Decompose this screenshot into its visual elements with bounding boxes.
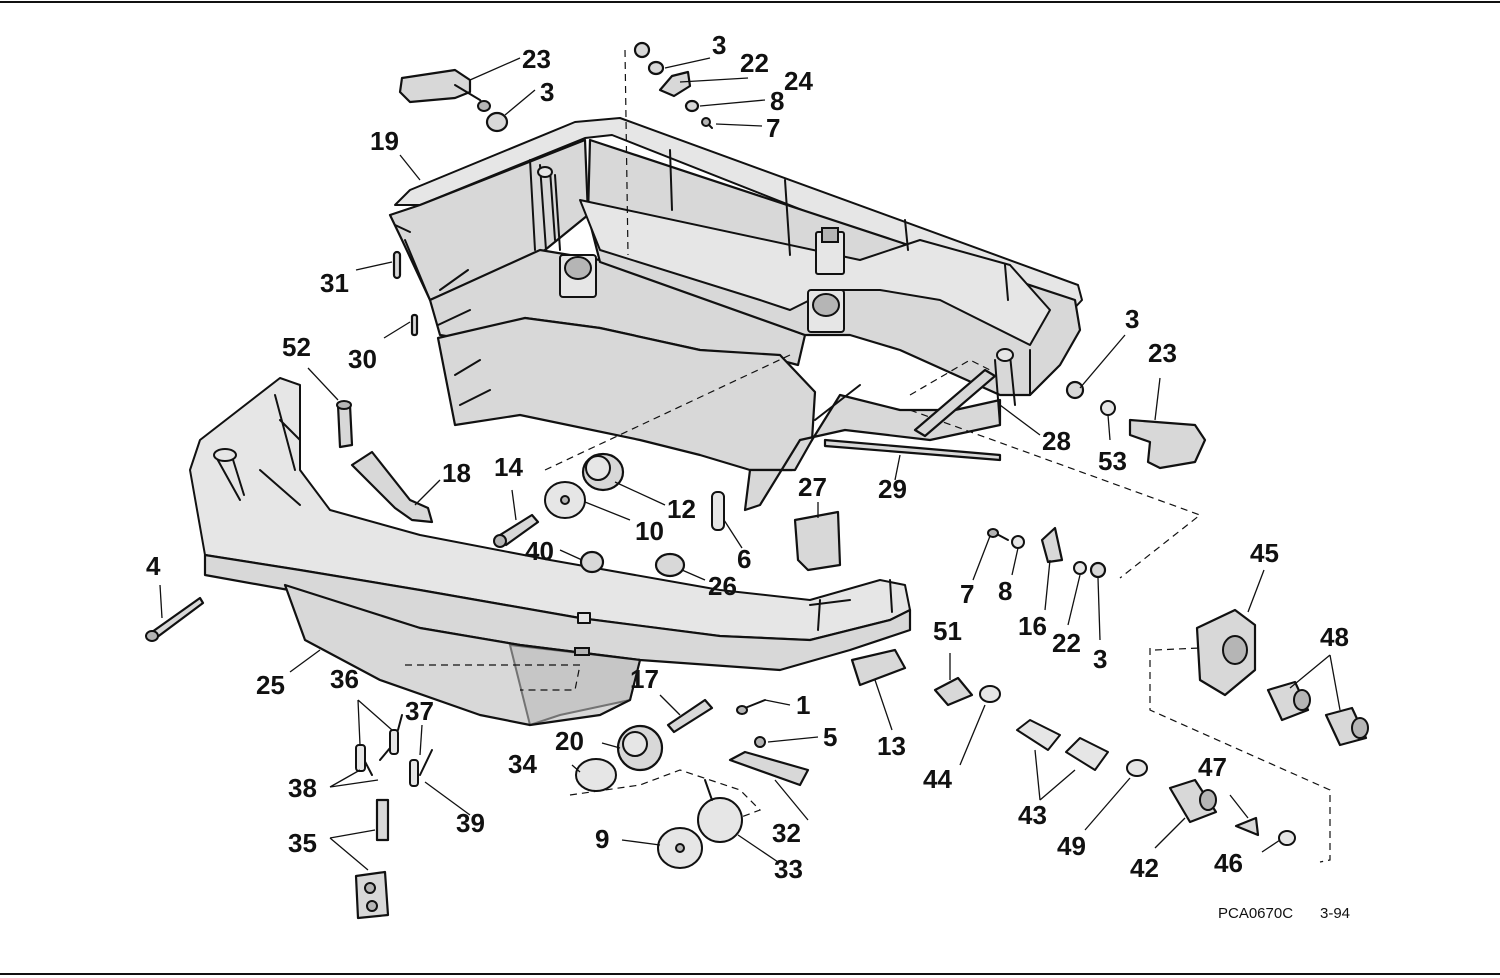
callout-52: 52: [282, 332, 311, 362]
callout-4: 4: [146, 551, 161, 581]
callout-47: 47: [1198, 752, 1227, 782]
centerline: [624, 49, 629, 256]
callout-26: 26: [708, 571, 737, 601]
bracket-part-13: [850, 648, 907, 687]
callout-19: 19: [370, 126, 399, 156]
hose-part-43: [1016, 719, 1061, 751]
callout-12: 12: [667, 494, 696, 524]
upper-cowl-part-19: [388, 117, 1083, 512]
callout-7: 7: [766, 113, 780, 143]
callout-20: 20: [555, 726, 584, 756]
callout-3: 3: [712, 30, 726, 60]
stud-part-52: [336, 403, 354, 449]
callout-23: 23: [522, 44, 551, 74]
callout-5: 5: [823, 722, 837, 752]
callout-9: 9: [595, 824, 609, 854]
callout-53: 53: [1098, 446, 1127, 476]
callout-17: 17: [630, 664, 659, 694]
callout-30: 30: [348, 344, 377, 374]
grommet-part-12: [581, 452, 625, 492]
callout-23: 23: [1148, 338, 1177, 368]
diagram-date: 3-94: [1320, 905, 1350, 922]
callout-3: 3: [1125, 304, 1139, 334]
callout-51: 51: [933, 616, 962, 646]
callout-40: 40: [525, 536, 554, 566]
callout-22: 22: [1052, 628, 1081, 658]
callout-22: 22: [740, 48, 769, 78]
callout-25: 25: [256, 670, 285, 700]
handle-part-23-right: [1128, 418, 1207, 470]
callout-29: 29: [878, 474, 907, 504]
callout-28: 28: [1042, 426, 1071, 456]
callout-8: 8: [770, 86, 784, 116]
callout-38: 38: [288, 773, 317, 803]
callout-8: 8: [998, 576, 1012, 606]
callout-18: 18: [442, 458, 471, 488]
callout-36: 36: [330, 664, 359, 694]
callout-24: 24: [784, 66, 813, 96]
callout-10: 10: [635, 516, 664, 546]
leader-lines: [159, 57, 1341, 871]
callout-1: 1: [796, 690, 810, 720]
callout-3: 3: [1093, 644, 1107, 674]
nut-part-3-top: [485, 111, 509, 133]
callout-45: 45: [1250, 538, 1279, 568]
callout-48: 48: [1320, 622, 1349, 652]
callout-42: 42: [1130, 853, 1159, 883]
callout-31: 31: [320, 268, 349, 298]
callout-46: 46: [1214, 848, 1243, 878]
callout-34: 34: [508, 749, 537, 779]
rod-part-18: [350, 450, 434, 524]
callout-49: 49: [1057, 831, 1086, 861]
callout-27: 27: [798, 472, 827, 502]
callout-32: 32: [772, 818, 801, 848]
callout-43: 43: [1018, 800, 1047, 830]
bracket-part-24: [658, 70, 692, 98]
plate-part-27: [793, 510, 842, 572]
callout-33: 33: [774, 854, 803, 884]
diagram-code: PCA0670C: [1218, 905, 1293, 922]
housing-part-45: [1195, 608, 1257, 697]
callout-35: 35: [288, 828, 317, 858]
handle-part-23-top: [398, 68, 491, 112]
callout-37: 37: [405, 696, 434, 726]
callout-13: 13: [877, 731, 906, 761]
callout-6: 6: [737, 544, 751, 574]
callout-44: 44: [923, 764, 952, 794]
callout-3: 3: [540, 77, 554, 107]
callout-14: 14: [494, 452, 523, 482]
callout-labels: 23 3 19 3 22 24 8 7 31 30 52 3 23 28 53 …: [146, 30, 1349, 884]
callout-39: 39: [456, 808, 485, 838]
callout-7: 7: [960, 579, 974, 609]
callout-16: 16: [1018, 611, 1047, 641]
